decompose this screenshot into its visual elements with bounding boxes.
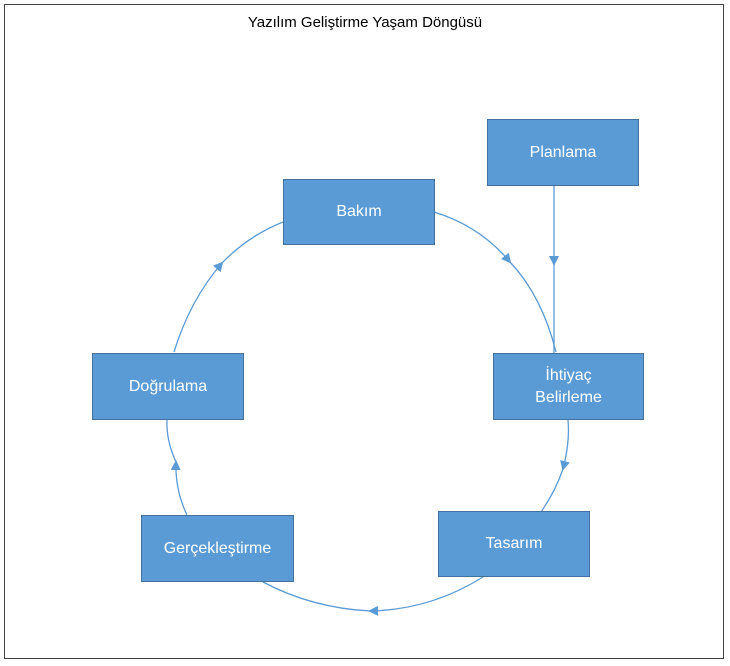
- edge-bakim-ihtiyac: [433, 211, 512, 264]
- node-gerceklestirme: Gerçekleştirme: [141, 515, 294, 582]
- edge-ihtiyac-tasarim: [560, 419, 570, 471]
- node-ihtiyac-belirleme: İhtiyaç Belirleme: [493, 353, 644, 420]
- node-dogrulama-label: Doğrulama: [128, 377, 208, 395]
- node-gerceklestirme-label: Gerçekleştirme: [163, 539, 272, 557]
- node-ihtiyac-label-line1: İhtiyaç: [545, 366, 592, 384]
- node-bakim-label: Bakım: [336, 203, 382, 220]
- node-tasarim: Tasarım: [438, 511, 590, 577]
- node-ihtiyac-label-line2: Belirleme: [535, 388, 602, 406]
- edge-ihtiyac-tasarim-tail: [540, 468, 564, 513]
- node-bakim: Bakım: [283, 179, 435, 245]
- edge-dogrulama-bakim: [173, 261, 224, 353]
- node-dogrulama: Doğrulama: [92, 353, 244, 420]
- node-planlama: Planlama: [487, 119, 639, 186]
- edge-bakim-ihtiyac-tail: [509, 261, 557, 353]
- edge-gerceklestirme-dogrulama-tail: [166, 419, 177, 463]
- edge-tasarim-gerceklestirme-tail: [262, 581, 371, 612]
- edge-dogrulama-bakim-tail: [221, 221, 284, 264]
- diagram-title: Yazılım Geliştirme Yaşam Döngüsü: [247, 14, 483, 31]
- edge-gerceklestirme-dogrulama: [170, 460, 188, 516]
- node-tasarim-label: Tasarım: [485, 535, 543, 552]
- diagram-frame: [4, 4, 724, 659]
- edge-tasarim-gerceklestirme: [368, 576, 484, 616]
- node-planlama-label: Planlama: [529, 143, 597, 161]
